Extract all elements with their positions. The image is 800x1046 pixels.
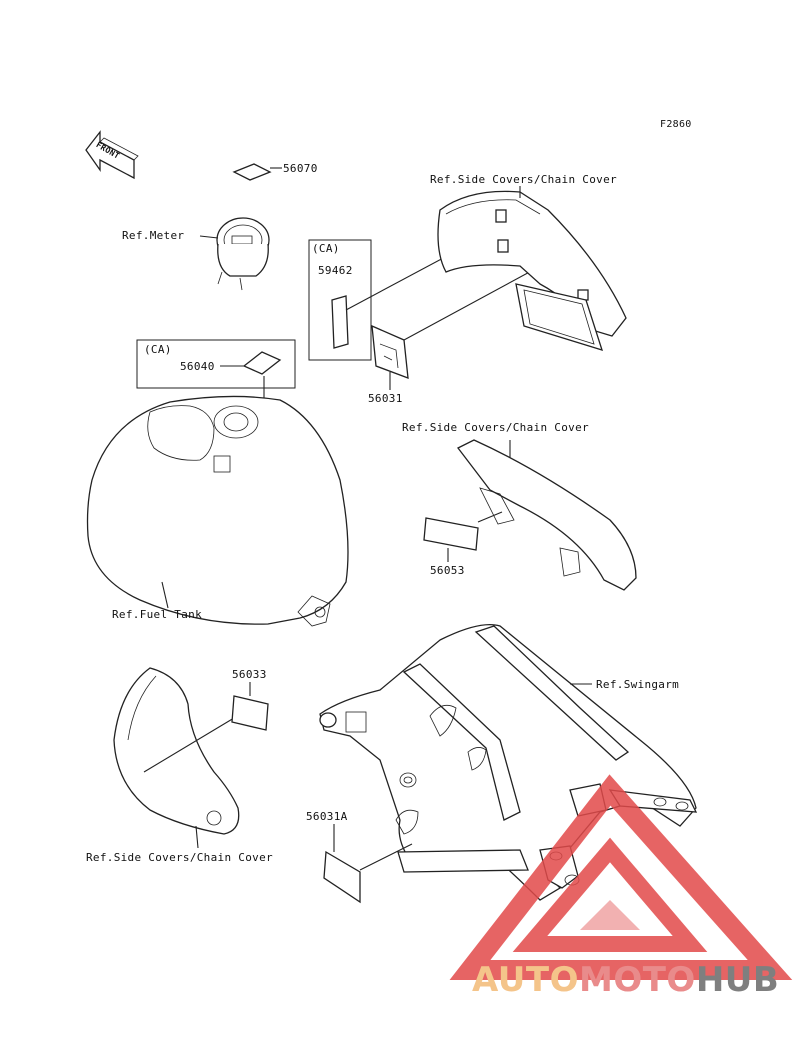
- label-56031A: 56031A: [306, 810, 348, 823]
- watermark-logo: AUTOMOTOHUB: [472, 960, 779, 1000]
- decal-56031: [371, 261, 549, 390]
- ca-box-59462: [308, 239, 372, 361]
- watermark-moto: MOTO: [578, 960, 696, 1000]
- label-ref-side-covers-mid: Ref.Side Covers/Chain Cover: [402, 421, 589, 434]
- fuel-tank-part: [86, 395, 349, 627]
- front-arrow-icon: [85, 130, 139, 180]
- label-ref-swingarm: Ref.Swingarm: [596, 678, 680, 691]
- watermark-auto: AUTO: [472, 960, 579, 1000]
- label-59462: 59462: [318, 264, 353, 277]
- decal-56031A: [323, 850, 361, 904]
- side-cover-top: [437, 186, 627, 351]
- decal-56040: [242, 351, 282, 375]
- label-ca-2: (CA): [144, 343, 172, 356]
- label-ca-1: (CA): [312, 242, 340, 255]
- figure-code: F2860: [660, 119, 692, 130]
- decal-56070: [232, 163, 272, 181]
- label-56033: 56033: [232, 668, 267, 681]
- decal-59462: [331, 295, 349, 349]
- meter-part: [199, 217, 270, 291]
- label-56070: 56070: [283, 162, 318, 175]
- decal-56053: [423, 517, 479, 551]
- label-56040: 56040: [180, 360, 215, 373]
- label-ref-side-covers-bottom: Ref.Side Covers/Chain Cover: [86, 851, 273, 864]
- label-56031: 56031: [368, 392, 403, 405]
- watermark-triangle-icon: [449, 774, 793, 980]
- swingarm-part: [319, 623, 698, 901]
- decal-56033: [231, 695, 269, 731]
- watermark-hub: HUB: [695, 960, 780, 1000]
- ca-box-56040: [136, 339, 296, 389]
- label-ref-fuel-tank: Ref.Fuel Tank: [112, 608, 202, 621]
- label-56053: 56053: [430, 564, 465, 577]
- label-ref-meter: Ref.Meter: [122, 229, 185, 242]
- side-cover-bottom: [113, 667, 245, 849]
- label-ref-side-covers-top: Ref.Side Covers/Chain Cover: [430, 173, 617, 186]
- side-cover-mid: [423, 439, 637, 591]
